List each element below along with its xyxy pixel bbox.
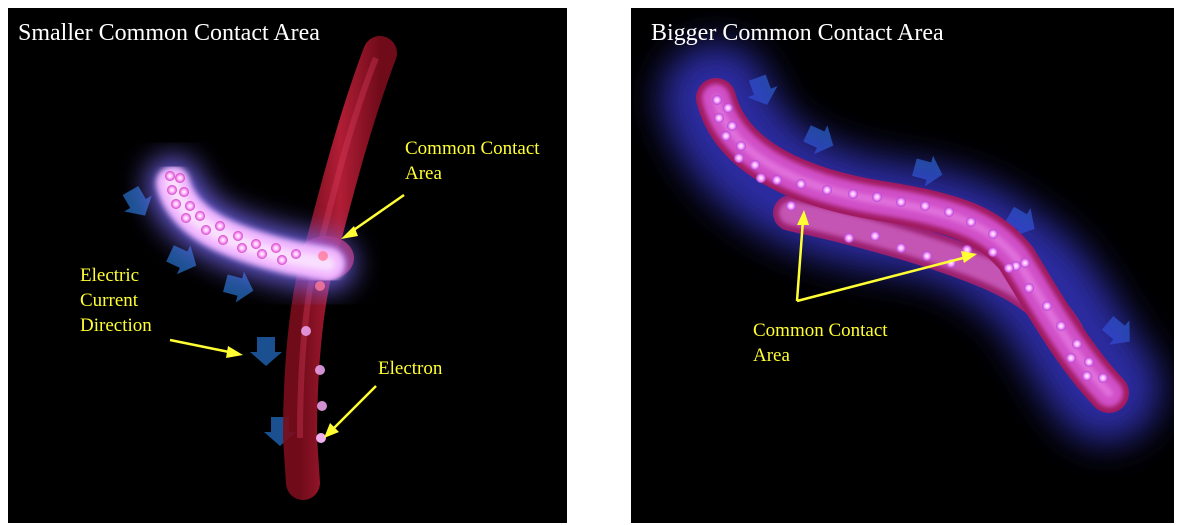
current-pointer-arrow — [170, 340, 243, 358]
electron-dot-icon — [167, 185, 177, 195]
electron-dot-icon — [251, 239, 261, 249]
electron-dot-icon — [291, 249, 301, 259]
electron-dot-icon — [1066, 353, 1076, 363]
electron-dot-icon — [318, 251, 328, 261]
electron-dot-icon — [870, 231, 880, 241]
electron-dot-icon — [723, 103, 733, 113]
electron-dot-icon — [734, 153, 744, 163]
left-contact-area-label: Common Contact Area — [405, 136, 540, 186]
electron-dot-icon — [317, 401, 327, 411]
electron-dot-icon — [181, 213, 191, 223]
electron-dot-icon — [1042, 301, 1052, 311]
electron-dot-icon — [1084, 357, 1094, 367]
electron-dot-icon — [988, 247, 998, 257]
electron-dot-icon — [844, 233, 854, 243]
electron-dot-icon — [772, 175, 782, 185]
electron-dot-icon — [736, 141, 746, 151]
electron-dot-icon — [750, 160, 760, 170]
electron-dot-icon — [195, 211, 205, 221]
electron-dot-icon — [315, 365, 325, 375]
electron-dot-icon — [721, 131, 731, 141]
glowing-wire-horizontal — [173, 183, 328, 264]
electron-dot-icon — [237, 243, 247, 253]
electron-dot-icon — [1072, 339, 1082, 349]
left-contact-label-line1: Common Contact — [405, 136, 540, 161]
electron-dot-icon — [714, 113, 724, 123]
electron-dot-icon — [185, 201, 195, 211]
electron-dot-icon — [201, 225, 211, 235]
electron-dot-icon — [277, 255, 287, 265]
electron-dot-icon — [165, 171, 175, 181]
current-label-line3: Direction — [80, 313, 152, 338]
electron-dot-icon — [233, 231, 243, 241]
electron-dot-icon — [756, 173, 766, 183]
electron-dot-icon — [316, 433, 326, 443]
electron-dot-icon — [966, 217, 976, 227]
electron-dot-icon — [896, 243, 906, 253]
electron-dot-icon — [257, 249, 267, 259]
electron-dot-icon — [1004, 263, 1014, 273]
current-label-line2: Current — [80, 288, 152, 313]
electron-dot-icon — [922, 251, 932, 261]
electron-dot-icon — [171, 199, 181, 209]
electron-dot-icon — [848, 189, 858, 199]
arrow-icon — [250, 337, 282, 366]
contact-pointer-arrow-left — [797, 210, 809, 301]
electron-dot-icon — [1098, 373, 1108, 383]
right-panel: Bigger Common Contact Area Common Contac… — [631, 8, 1174, 523]
electron-dot-icon — [315, 281, 325, 291]
right-contact-area-label: Common Contact Area — [753, 318, 888, 368]
electron-dot-icon — [271, 243, 281, 253]
electron-dot-icon — [727, 121, 737, 131]
current-label-line1: Electric — [80, 263, 152, 288]
electron-dot-icon — [1082, 371, 1092, 381]
electron-dot-icon — [301, 326, 311, 336]
right-panel-graphic — [631, 8, 1174, 523]
electron-dot-icon — [786, 201, 796, 211]
electron-dot-icon — [175, 173, 185, 183]
electron-dot-icon — [1020, 258, 1030, 268]
electron-dot-icon — [944, 207, 954, 217]
left-contact-label-line2: Area — [405, 161, 540, 186]
electron-dot-icon — [872, 192, 882, 202]
electron-dot-icon — [988, 229, 998, 239]
electron-dot-icon — [796, 179, 806, 189]
electron-dot-icon — [1056, 321, 1066, 331]
electron-dot-icon — [1024, 283, 1034, 293]
electron-dot-icon — [822, 185, 832, 195]
electron-dot-icon — [215, 221, 225, 231]
left-panel-title: Smaller Common Contact Area — [18, 20, 320, 47]
electron-dot-icon — [218, 235, 228, 245]
electron-pointer-arrow — [324, 386, 376, 438]
right-contact-label-line1: Common Contact — [753, 318, 888, 343]
electron-dot-icon — [712, 95, 722, 105]
electron-dot-icon — [179, 187, 189, 197]
current-direction-label: Electric Current Direction — [80, 263, 152, 338]
electron-label: Electron — [378, 356, 442, 381]
electron-dot-icon — [920, 201, 930, 211]
left-panel: Smaller Common Contact Area Common Conta… — [8, 8, 567, 523]
right-contact-label-line2: Area — [753, 343, 888, 368]
electron-dot-icon — [896, 197, 906, 207]
right-panel-title: Bigger Common Contact Area — [651, 20, 944, 47]
